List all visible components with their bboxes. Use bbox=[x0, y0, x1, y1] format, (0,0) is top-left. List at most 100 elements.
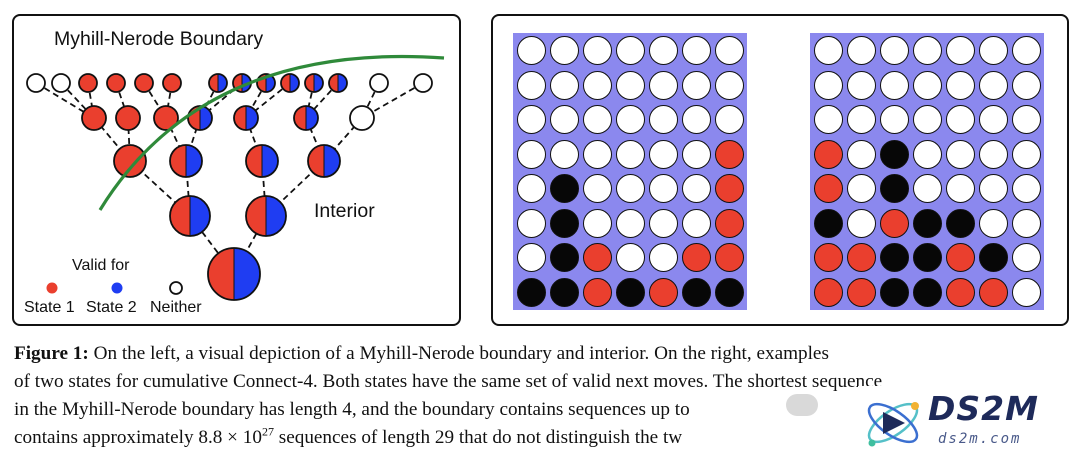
atom-logo-icon bbox=[867, 402, 919, 447]
red-piece bbox=[814, 277, 843, 307]
caption-line4-post: sequences of length 29 that do not disti… bbox=[273, 427, 683, 448]
empty-slot bbox=[649, 243, 678, 272]
legend-neither-dot bbox=[169, 281, 183, 295]
empty-slot bbox=[550, 70, 579, 100]
empty-slot bbox=[616, 174, 645, 203]
red-piece bbox=[847, 277, 876, 307]
tree-node bbox=[81, 105, 107, 131]
tree-node bbox=[233, 105, 259, 131]
tree-edge bbox=[361, 82, 424, 119]
empty-slot bbox=[913, 174, 942, 203]
red-piece bbox=[880, 208, 909, 238]
empty-slot bbox=[1012, 243, 1041, 272]
black-piece bbox=[517, 277, 546, 307]
legend-state2-label: State 2 bbox=[86, 299, 137, 316]
empty-slot bbox=[649, 105, 678, 134]
legend-state1-label: State 1 bbox=[24, 299, 75, 316]
empty-slot bbox=[517, 174, 546, 203]
empty-slot bbox=[814, 105, 843, 134]
empty-slot bbox=[979, 208, 1008, 238]
red-piece bbox=[814, 174, 843, 203]
legend-heading: Valid for bbox=[72, 257, 130, 274]
caption-line3: in the Myhill-Nerode boundary has length… bbox=[14, 399, 690, 420]
empty-slot bbox=[517, 243, 546, 272]
empty-slot bbox=[583, 174, 612, 203]
watermark-url: ds2m.com bbox=[938, 431, 1022, 447]
empty-slot bbox=[1012, 277, 1041, 307]
black-piece bbox=[913, 243, 942, 272]
empty-slot bbox=[649, 70, 678, 100]
chat-bubble-icon bbox=[786, 394, 818, 416]
tree-node bbox=[134, 73, 154, 93]
empty-slot bbox=[979, 105, 1008, 134]
empty-slot bbox=[682, 139, 711, 169]
figure-caption: Figure 1: On the left, a visual depictio… bbox=[14, 340, 1072, 452]
caption-label: Figure 1: bbox=[14, 343, 89, 364]
tree-edge bbox=[35, 82, 95, 119]
tree-node bbox=[208, 73, 228, 93]
empty-slot bbox=[847, 139, 876, 169]
empty-slot bbox=[1012, 208, 1041, 238]
empty-slot bbox=[550, 139, 579, 169]
empty-slot bbox=[913, 105, 942, 134]
empty-slot bbox=[550, 105, 579, 134]
empty-slot bbox=[517, 139, 546, 169]
empty-slot bbox=[946, 36, 975, 65]
empty-slot bbox=[913, 36, 942, 65]
red-piece bbox=[682, 243, 711, 272]
empty-slot bbox=[1012, 36, 1041, 65]
empty-slot bbox=[517, 36, 546, 65]
empty-slot bbox=[847, 105, 876, 134]
empty-slot bbox=[913, 70, 942, 100]
black-piece bbox=[880, 277, 909, 307]
empty-slot bbox=[946, 174, 975, 203]
red-piece bbox=[979, 277, 1008, 307]
red-piece bbox=[715, 139, 744, 169]
red-piece bbox=[583, 243, 612, 272]
empty-slot bbox=[649, 139, 678, 169]
black-piece bbox=[979, 243, 1008, 272]
tree-svg: Myhill-Nerode Boundary Interior Valid fo… bbox=[24, 28, 445, 316]
empty-slot bbox=[517, 70, 546, 100]
empty-slot bbox=[715, 105, 744, 134]
black-piece bbox=[880, 174, 909, 203]
black-piece bbox=[550, 174, 579, 203]
black-piece bbox=[550, 243, 579, 272]
legend-neither-label: Neither bbox=[150, 299, 202, 316]
legend-state1: State 1 bbox=[24, 282, 75, 316]
black-piece bbox=[616, 277, 645, 307]
black-piece bbox=[880, 139, 909, 169]
tree-node bbox=[162, 73, 182, 93]
empty-slot bbox=[946, 105, 975, 134]
red-piece bbox=[583, 277, 612, 307]
black-piece bbox=[814, 208, 843, 238]
empty-slot bbox=[847, 36, 876, 65]
red-piece bbox=[715, 208, 744, 238]
empty-slot bbox=[616, 105, 645, 134]
tree-node bbox=[280, 73, 300, 93]
tree-node bbox=[369, 73, 389, 93]
tree-node bbox=[293, 105, 319, 131]
empty-slot bbox=[682, 174, 711, 203]
tree-node bbox=[307, 144, 341, 178]
empty-slot bbox=[583, 70, 612, 100]
black-piece bbox=[913, 277, 942, 307]
red-piece bbox=[814, 243, 843, 272]
empty-slot bbox=[1012, 174, 1041, 203]
tree-edge bbox=[165, 117, 187, 162]
tree-node bbox=[413, 73, 433, 93]
watermark-text: DS2M bbox=[928, 389, 1039, 428]
tree-node bbox=[78, 73, 98, 93]
black-piece bbox=[550, 277, 579, 307]
black-piece bbox=[682, 277, 711, 307]
tree-node bbox=[245, 144, 279, 178]
empty-slot bbox=[1012, 139, 1041, 169]
empty-slot bbox=[682, 70, 711, 100]
tree-node bbox=[106, 73, 126, 93]
tree-node bbox=[169, 195, 211, 237]
caption-line1: On the left, a visual depiction of a Myh… bbox=[93, 343, 829, 364]
empty-slot bbox=[946, 139, 975, 169]
connect4-examples bbox=[491, 14, 1069, 326]
tree-node bbox=[26, 73, 46, 93]
legend-state1-dot bbox=[46, 282, 58, 294]
